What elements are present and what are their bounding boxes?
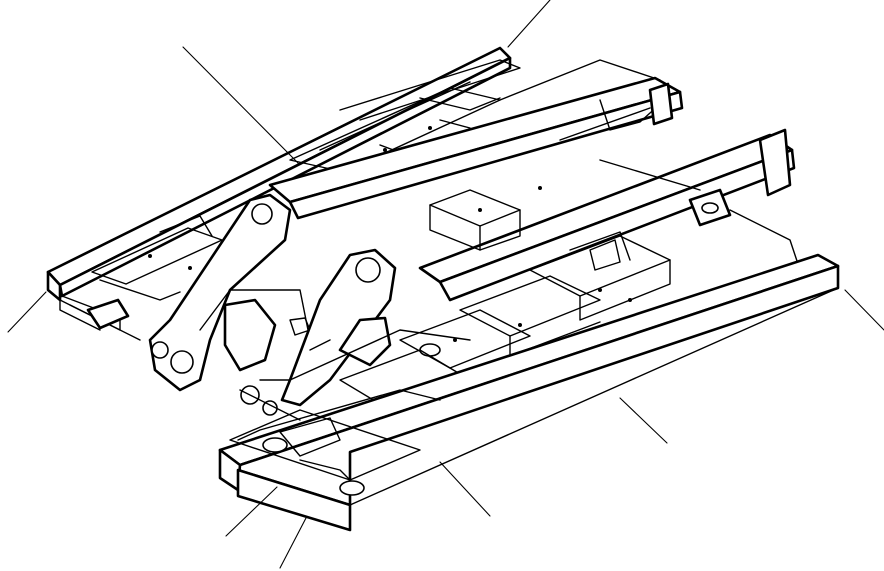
upper-beam-2 [418,128,801,302]
boom-bracket-left [148,193,311,392]
front-end-box [229,409,421,496]
boom-bracket-right [239,248,471,421]
center-floor [339,189,671,421]
leader-line-6 [439,461,491,517]
leader-line-5 [619,397,668,444]
leader-line-7 [225,486,278,537]
leader-line-2 [507,0,551,48]
leader-line-3 [7,291,47,333]
leader-line-1 [182,46,299,164]
leader-line-8 [279,517,307,569]
leader-line-4 [844,289,884,331]
upper-beam-1 [268,76,684,220]
leader-lines [7,0,884,569]
front-right-rail [218,253,840,532]
rivet-details [148,126,632,342]
left-side-rail [46,46,512,341]
